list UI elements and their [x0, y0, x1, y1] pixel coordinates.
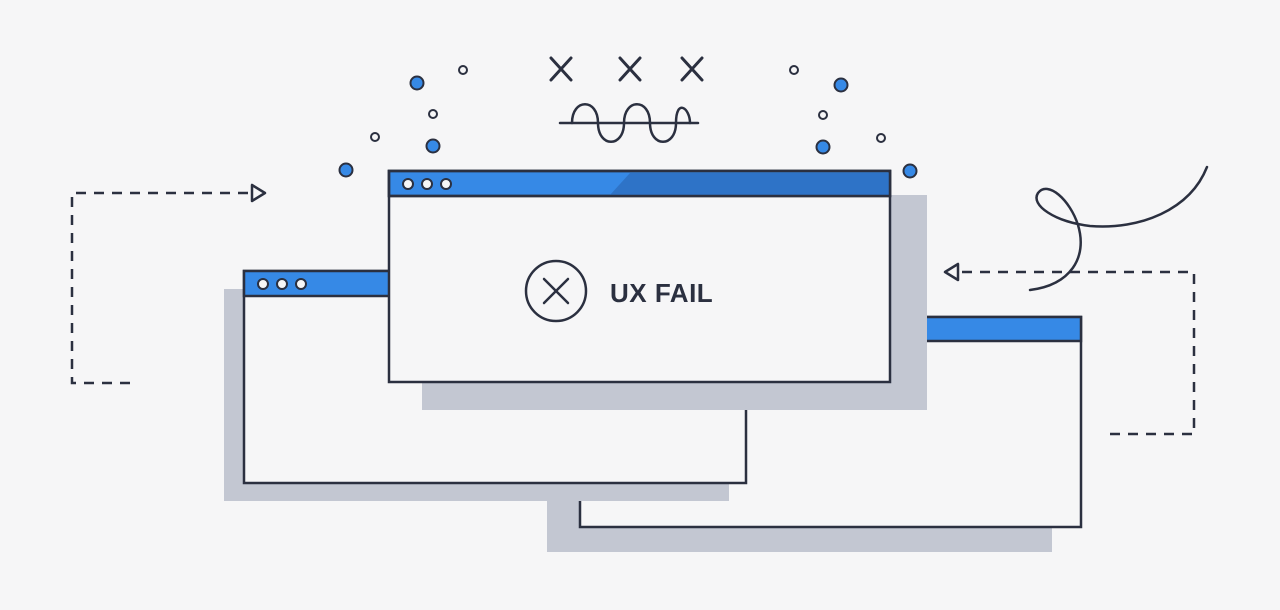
small-dot	[818, 110, 828, 120]
window-dot	[257, 278, 269, 290]
ux-fail-label: UX FAIL	[610, 278, 714, 308]
left-dashed-loop	[70, 191, 250, 385]
window-dot	[421, 178, 433, 190]
confused-face	[549, 56, 704, 143]
blue-dot	[902, 163, 918, 179]
x-icon	[680, 56, 704, 82]
window-dot	[440, 178, 452, 190]
front-window-titlebar-border	[387, 169, 892, 198]
front-window-titlebar-highlight	[610, 173, 889, 195]
small-dot	[428, 109, 438, 119]
x-icon	[549, 56, 573, 82]
small-dot	[876, 133, 886, 143]
front-error-window	[387, 169, 927, 410]
x-icon	[618, 56, 642, 82]
blue-dot	[409, 75, 425, 91]
blue-dot	[815, 139, 831, 155]
window-dot	[402, 178, 414, 190]
small-dot	[458, 65, 468, 75]
loop-line-icon	[1028, 165, 1209, 292]
floating-dots-left	[338, 65, 468, 178]
blue-dot	[338, 162, 354, 178]
wavy-line-icon	[558, 103, 700, 143]
small-dot	[789, 65, 799, 75]
arrow-right-icon	[250, 183, 267, 203]
right-dashed-loop	[962, 270, 1196, 436]
blue-dot	[425, 138, 441, 154]
arrow-left-icon	[943, 262, 960, 282]
front-window-frame	[387, 169, 892, 384]
circle-x-icon	[524, 259, 588, 323]
blue-dot	[833, 77, 849, 93]
window-dot	[295, 278, 307, 290]
floating-dots-right	[789, 65, 918, 179]
window-dot	[276, 278, 288, 290]
small-dot	[370, 132, 380, 142]
